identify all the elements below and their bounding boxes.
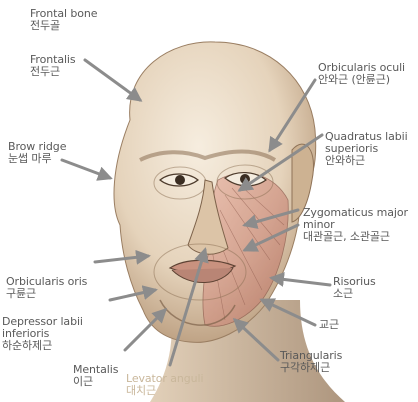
label-quadratus-labii-ko: 안와하근 xyxy=(325,155,408,167)
label-masseter-ko: 교근 xyxy=(319,319,339,331)
label-frontal-bone: Frontal bone 전두골 xyxy=(30,8,97,32)
label-orbicularis-oculi-ko: 안와근 (안륜근) xyxy=(318,74,405,86)
label-zygomaticus: Zygomaticus major minor 대관골근, 소관골근 xyxy=(303,207,408,243)
label-depressor-labii-ko: 하순하제근 xyxy=(2,340,83,352)
label-zygomaticus-ko: 대관골근, 소관골근 xyxy=(303,231,408,243)
arrow-frontalis xyxy=(85,60,140,100)
label-triangularis: Triangularis 구각하제근 xyxy=(280,350,342,374)
label-triangularis-ko: 구각하제근 xyxy=(280,362,342,374)
label-frontalis-ko: 전두근 xyxy=(30,66,76,78)
label-risorius-ko: 소근 xyxy=(333,288,376,300)
label-frontalis: Frontalis 전두근 xyxy=(30,54,76,78)
label-brow-ridge: Brow ridge 눈썹 마루 xyxy=(8,141,66,165)
label-risorius: Risorius 소근 xyxy=(333,276,376,300)
label-quadratus-labii: Quadratus labii superioris 안와하근 xyxy=(325,131,408,167)
arrow-brow-ridge xyxy=(62,160,110,178)
label-depressor-labii: Depressor labii inferioris 하순하제근 xyxy=(2,316,83,352)
label-levator-anguli: Levator anguli 대치근 xyxy=(126,373,203,397)
label-levator-anguli-ko: 대치근 xyxy=(126,385,203,397)
label-orbicularis-oris-ko: 구륜근 xyxy=(6,288,87,300)
label-masseter: 교근 xyxy=(319,319,339,331)
arrow-risorius xyxy=(272,278,330,285)
label-orbicularis-oculi: Orbicularis oculi 안와근 (안륜근) xyxy=(318,62,405,86)
label-mentalis: Mentalis 이근 xyxy=(73,364,118,388)
label-brow-ridge-ko: 눈썹 마루 xyxy=(8,153,66,165)
label-mentalis-ko: 이근 xyxy=(73,376,118,388)
label-orbicularis-oris: Orbicularis oris 구륜근 xyxy=(6,276,87,300)
label-frontal-bone-ko: 전두골 xyxy=(30,20,97,32)
